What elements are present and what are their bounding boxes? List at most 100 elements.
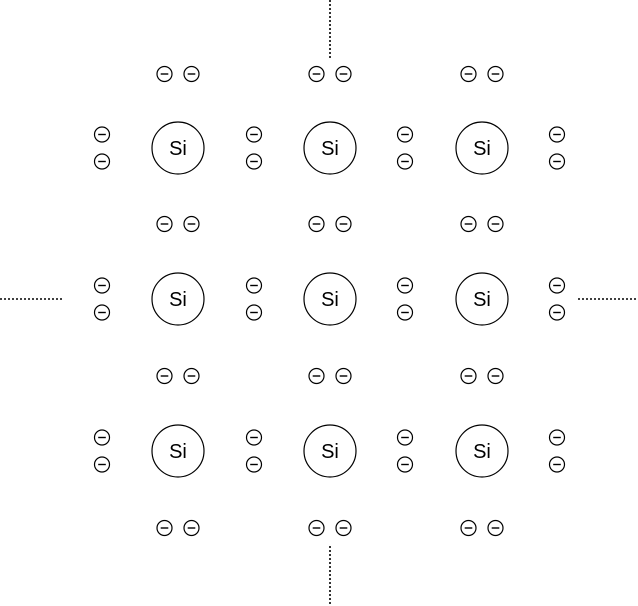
electron-pair xyxy=(245,126,263,170)
atom-symbol: Si xyxy=(321,289,339,311)
atom-circle xyxy=(303,121,357,175)
electron-icon xyxy=(245,277,263,294)
electron-icon xyxy=(396,126,414,143)
electron-pair xyxy=(548,429,566,473)
silicon-atom: Si xyxy=(303,424,357,478)
electron-pair xyxy=(548,126,566,170)
electron-icon xyxy=(396,277,414,294)
electron-icon xyxy=(460,215,477,233)
electron-pair xyxy=(308,215,352,233)
electron-icon xyxy=(548,429,566,446)
electron-icon xyxy=(460,519,477,537)
electron-icon xyxy=(308,367,325,385)
electron-pair xyxy=(396,429,414,473)
electron-icon xyxy=(245,126,263,143)
electron-pair xyxy=(156,215,200,233)
electron-pair xyxy=(308,367,352,385)
atom-circle xyxy=(303,272,357,326)
atom-circle xyxy=(151,121,205,175)
atom-symbol: Si xyxy=(169,441,187,463)
electron-icon xyxy=(335,65,352,83)
silicon-atom: Si xyxy=(303,272,357,326)
electron-icon xyxy=(460,65,477,83)
electron-icon xyxy=(308,519,325,537)
electron-icon xyxy=(487,367,504,385)
electron-pair xyxy=(156,519,200,537)
atom-circle xyxy=(455,272,509,326)
electron-icon xyxy=(156,215,173,233)
electron-icon xyxy=(245,429,263,446)
electron-icon xyxy=(308,65,325,83)
electron-icon xyxy=(487,65,504,83)
electron-pair xyxy=(93,277,111,321)
electron-icon xyxy=(93,456,111,473)
atom-symbol: Si xyxy=(473,289,491,311)
electron-pair xyxy=(308,65,352,83)
electron-icon xyxy=(548,277,566,294)
electron-icon xyxy=(396,429,414,446)
electron-icon xyxy=(156,65,173,83)
electron-pair xyxy=(460,367,504,385)
electron-pair xyxy=(460,65,504,83)
electron-icon xyxy=(396,304,414,321)
electron-icon xyxy=(396,153,414,170)
electron-icon xyxy=(487,519,504,537)
electron-icon xyxy=(156,367,173,385)
electron-pair xyxy=(308,519,352,537)
silicon-atom: Si xyxy=(455,424,509,478)
electron-icon xyxy=(548,304,566,321)
electron-pair xyxy=(245,429,263,473)
electron-icon xyxy=(93,429,111,446)
electron-icon xyxy=(396,456,414,473)
electron-icon xyxy=(183,215,200,233)
silicon-atom: Si xyxy=(303,121,357,175)
electron-pair xyxy=(460,215,504,233)
silicon-atom: Si xyxy=(151,424,205,478)
electron-icon xyxy=(335,519,352,537)
electron-icon xyxy=(93,304,111,321)
electron-icon xyxy=(460,367,477,385)
atom-circle xyxy=(303,424,357,478)
electron-icon xyxy=(335,367,352,385)
atom-circle xyxy=(455,424,509,478)
electron-pair xyxy=(245,277,263,321)
electron-icon xyxy=(548,126,566,143)
electron-icon xyxy=(548,456,566,473)
atom-circle xyxy=(455,121,509,175)
electron-icon xyxy=(335,215,352,233)
silicon-atom: Si xyxy=(455,272,509,326)
electron-pair xyxy=(396,126,414,170)
electron-icon xyxy=(245,456,263,473)
atom-symbol: Si xyxy=(321,441,339,463)
silicon-atom: Si xyxy=(151,272,205,326)
silicon-atom: Si xyxy=(455,121,509,175)
electron-icon xyxy=(487,215,504,233)
electron-icon xyxy=(245,153,263,170)
electron-icon xyxy=(93,153,111,170)
atom-symbol: Si xyxy=(473,441,491,463)
atom-symbol: Si xyxy=(473,138,491,160)
atom-symbol: Si xyxy=(169,289,187,311)
atom-symbol: Si xyxy=(321,138,339,160)
electron-icon xyxy=(183,367,200,385)
electron-icon xyxy=(93,277,111,294)
silicon-atom: Si xyxy=(151,121,205,175)
electron-icon xyxy=(308,215,325,233)
electron-pair xyxy=(460,519,504,537)
electron-icon xyxy=(245,304,263,321)
electron-pair xyxy=(93,126,111,170)
electron-pair xyxy=(156,367,200,385)
electron-icon xyxy=(93,126,111,143)
atom-symbol: Si xyxy=(169,138,187,160)
electron-pair xyxy=(93,429,111,473)
electron-pair xyxy=(156,65,200,83)
electron-pairs xyxy=(93,65,566,537)
atom-circle xyxy=(151,272,205,326)
electron-icon xyxy=(183,65,200,83)
electron-icon xyxy=(156,519,173,537)
electron-pair xyxy=(548,277,566,321)
atom-circle xyxy=(151,424,205,478)
electron-pair xyxy=(396,277,414,321)
